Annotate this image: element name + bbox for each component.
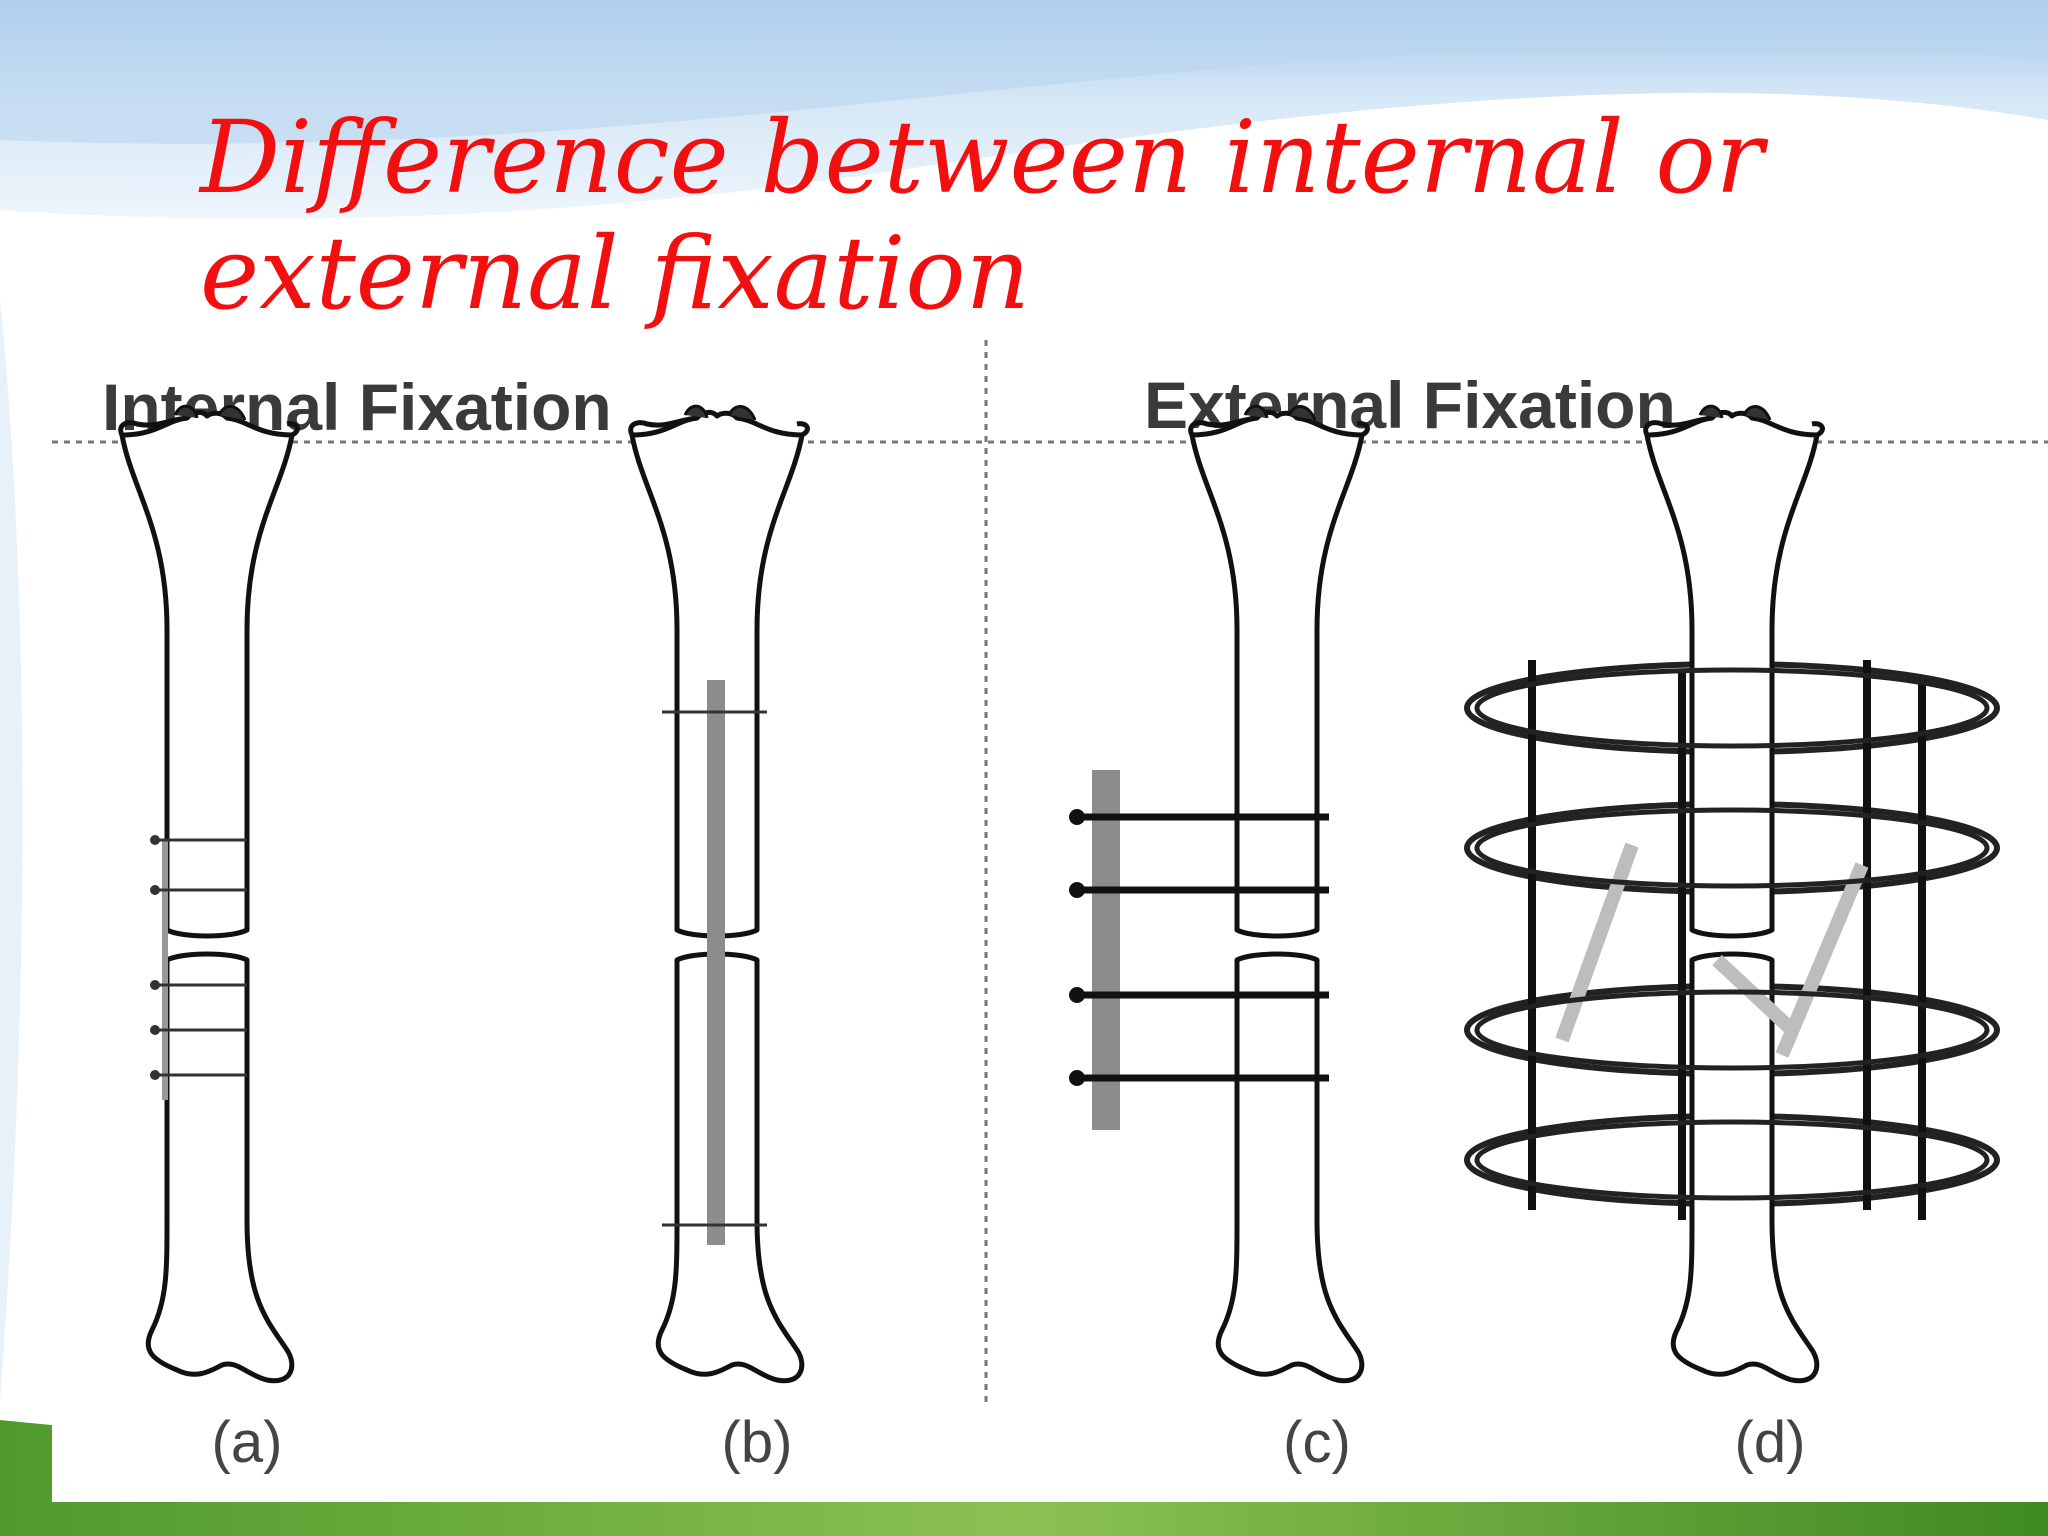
bone-d (1464, 406, 2000, 1381)
panel-label-c: (c) (1283, 1410, 1351, 1475)
bone-a (121, 406, 298, 1381)
threaded-rods (1528, 660, 1926, 1220)
rings-front (1474, 667, 1990, 1201)
pins (1077, 813, 1329, 1082)
bone-b (631, 406, 808, 1381)
panel-label-a: (a) (212, 1410, 283, 1475)
sky-swoosh-light (0, 0, 2048, 144)
left-haze (0, 300, 23, 1400)
fixator-bar (1092, 770, 1120, 1130)
intramedullary-nail (707, 680, 725, 1245)
struts (1555, 842, 1869, 1058)
slide-title: Difference between internal or external … (200, 99, 1764, 332)
panel-label-b: (b) (722, 1410, 793, 1475)
screws (155, 838, 247, 1077)
panel-label-d: (d) (1735, 1410, 1806, 1475)
bone-c (1069, 406, 1367, 1381)
fixation-diagram: Internal Fixation External Fixation (52, 340, 2048, 1502)
